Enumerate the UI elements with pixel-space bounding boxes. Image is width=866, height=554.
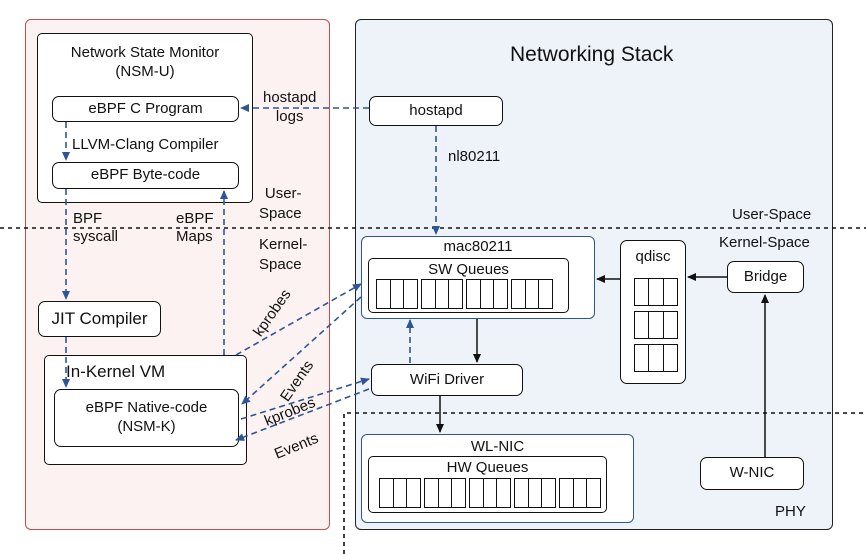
sw-queue <box>376 279 418 309</box>
qdisc-queue <box>634 344 678 372</box>
jit-compiler-box: JIT Compiler <box>38 301 161 337</box>
sw-queue <box>421 279 463 309</box>
ebpf-c-program-box: eBPF C Program <box>52 96 239 122</box>
w-nic-box: W-NIC <box>700 457 804 490</box>
phy-label: PHY <box>775 503 806 520</box>
hw-queue <box>424 478 466 508</box>
llvm-compiler-label: LLVM-Clang Compiler <box>72 136 219 153</box>
bridge-box: Bridge <box>727 261 804 293</box>
wifi-driver-box: WiFi Driver <box>371 364 523 396</box>
qdisc-queue <box>634 311 678 339</box>
hw-queue <box>514 478 556 508</box>
events-arrow-1 <box>241 296 362 405</box>
sw-queues-title: SW Queues <box>428 261 509 278</box>
ebpf-native-code-box: eBPF Native-code(NSM-K) <box>54 389 239 447</box>
kprobes-arrow-2 <box>240 377 370 420</box>
nsm-u-title: Network State Monitor <box>70 44 220 61</box>
sw-queue-row <box>376 279 553 309</box>
networking-stack-title: Networking Stack <box>510 43 674 66</box>
in-kernel-vm-title: In-Kernel VM <box>66 362 166 381</box>
qdisc-queue <box>634 278 678 306</box>
mac80211-title: mac80211 <box>443 238 513 255</box>
qdisc-title: qdisc <box>635 248 671 265</box>
events-arrow-2 <box>235 388 370 441</box>
user-space-label-right: User-Space <box>732 206 812 223</box>
user-space-label-left: User-Space <box>259 185 302 222</box>
nsm-u-subtitle: (NSM-U) <box>115 62 175 80</box>
kernel-space-label-right: Kernel-Space <box>719 234 810 251</box>
hw-queue-row <box>379 478 601 508</box>
kprobes-arrow-1 <box>235 283 362 356</box>
hw-queue <box>469 478 511 508</box>
sw-queue <box>466 279 508 309</box>
hw-queue <box>559 478 601 508</box>
nl80211-label: nl80211 <box>448 148 501 165</box>
hw-queues-title: HW Queues <box>446 459 529 476</box>
kernel-space-label-left: Kernel-Space <box>259 236 308 273</box>
hw-queue <box>379 478 421 508</box>
sw-queue <box>511 279 553 309</box>
phy-divider <box>343 412 866 554</box>
wl-nic-title: WL-NIC <box>470 438 525 455</box>
ebpf-bytecode-box: eBPF Byte-code <box>52 162 239 189</box>
hostapd-box: hostapd <box>369 96 503 126</box>
